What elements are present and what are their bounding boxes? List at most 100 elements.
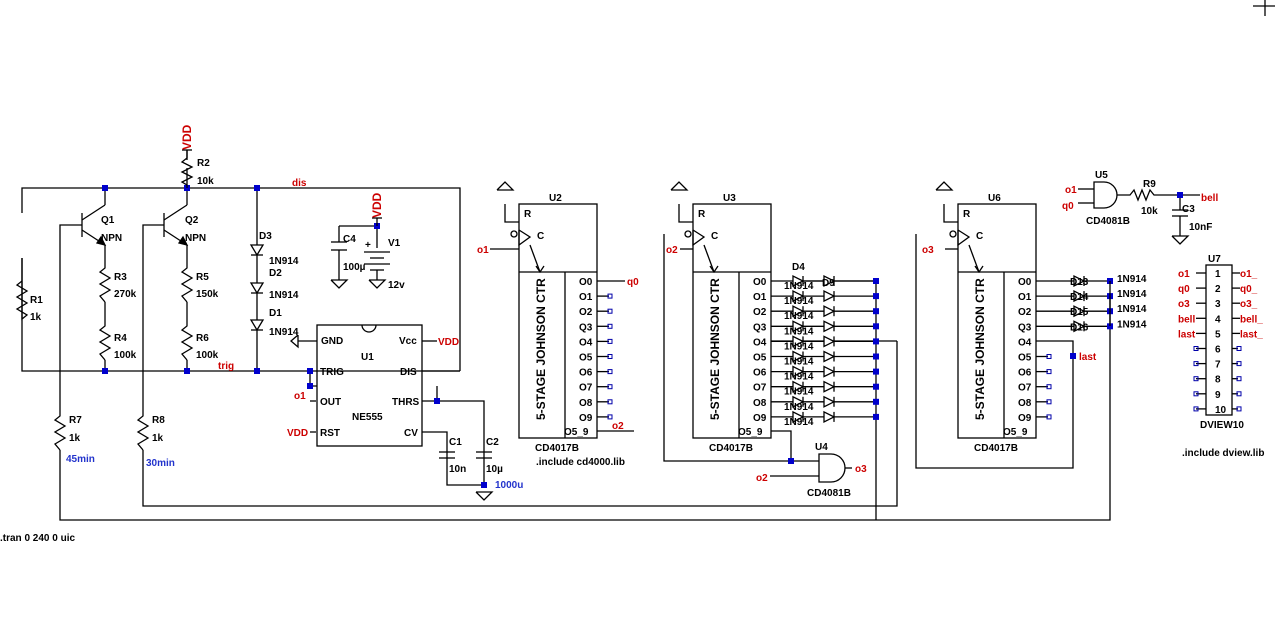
- u6-label: U6: [988, 193, 1001, 204]
- u7-pin-num-8: 9: [1215, 390, 1221, 401]
- u6-carry: O5_9: [1003, 427, 1028, 438]
- u1-label: U1: [361, 352, 374, 363]
- u2-outs-pin-3: [607, 323, 613, 329]
- u7-pin-num-4: 5: [1215, 329, 1221, 340]
- u7-part: DVIEW10: [1200, 420, 1244, 431]
- diode-d2: D2 1N914: [249, 268, 299, 301]
- u6-diode-3: [1073, 320, 1086, 333]
- wire-network-left: [21, 150, 1111, 521]
- u3-diode-5: [792, 350, 805, 363]
- u3-outs-label-4: O4: [753, 337, 767, 348]
- u3-diode-4: [792, 335, 805, 348]
- u6-outs-label-7: O7: [1018, 383, 1032, 394]
- vdd-flag-v1: VDD: [370, 192, 384, 226]
- net-dis: dis: [292, 178, 307, 189]
- u1-vdd-flag: VDD: [438, 337, 459, 348]
- u5-in2-net: q0: [1062, 201, 1074, 212]
- pin-cv: CV: [404, 428, 418, 439]
- u6-diode-type-1: 1N914: [1117, 289, 1147, 300]
- u4-out-net: o3: [855, 464, 867, 475]
- counter-u6: U6 R C 5-STAGE JOHNSON CTR CD4017B o3 O0…: [915, 181, 1097, 469]
- u3-outs-label-9: O9: [753, 413, 767, 424]
- u2-outs-label-7: O7: [579, 383, 593, 394]
- u3-part: CD4017B: [709, 443, 753, 454]
- label-45min: 45min: [66, 454, 95, 465]
- u2-outs-label-9: O9: [579, 413, 593, 424]
- u6-outs-label-9: O9: [1018, 413, 1032, 424]
- u3-diode-8: [792, 395, 805, 408]
- u3-carry: O5_9: [738, 427, 763, 438]
- c1-value: 10n: [449, 464, 466, 475]
- u2-outs-label-4: O4: [579, 337, 593, 348]
- v1-value: 12v: [388, 280, 405, 291]
- u3-diode-3: [792, 320, 805, 333]
- u6-outs-pin-5: [1046, 354, 1052, 359]
- u7-left-net-2: o3: [1178, 299, 1190, 310]
- pin-rst: RST: [320, 428, 340, 439]
- resistor-r1: R1 1k: [15, 258, 43, 323]
- u7-pin-num-5: 6: [1215, 345, 1221, 356]
- u3-diode-array: 1N9141N9141N9141N9141N9141N9141N9141N914…: [771, 262, 879, 428]
- u6-outs-label-4: O4: [1018, 337, 1032, 348]
- u2-outs-pin-1: [607, 293, 613, 299]
- u7-pin-num-6: 7: [1215, 360, 1221, 371]
- u7-left-net-1: q0: [1178, 284, 1190, 295]
- timer-u1: U1 NE555 GND Vcc TRIG DIS OUT THRS RST C…: [287, 324, 459, 447]
- u2-outs-pin-7: [607, 384, 613, 390]
- r1-value: 1k: [30, 312, 42, 323]
- u6-outs-pin-9: [1046, 414, 1052, 420]
- u3-diode-type-2: 1N914: [784, 311, 814, 322]
- u2-label: U2: [549, 193, 562, 204]
- u3-outs-label-3: Q3: [753, 322, 767, 333]
- and-gate-u5: U5 CD4081B o1 q0 R9 10k C3 10nF bell: [1062, 170, 1218, 236]
- u3-diode-type-5: 1N914: [784, 357, 814, 368]
- pin-dis: DIS: [400, 367, 417, 378]
- u7-pin-num-9: 10: [1215, 405, 1227, 416]
- c2-label: C2: [486, 437, 499, 448]
- u2-q0-net: q0: [627, 277, 639, 288]
- u3-diode-0: [792, 274, 805, 288]
- r4-value: 100k: [114, 350, 137, 361]
- resistor-r2: R2 10k: [180, 150, 214, 188]
- capacitor-c1: C1 10n: [439, 437, 466, 475]
- bell-net: bell: [1201, 193, 1218, 204]
- resistor-r6: R6 100k: [180, 320, 219, 361]
- q2-label: Q2: [185, 215, 199, 226]
- u5-in1-net: o1: [1065, 185, 1077, 196]
- u4-part: CD4081B: [807, 488, 851, 499]
- battery-v1: + V1 12v: [364, 238, 405, 291]
- u3-title: 5-STAGE JOHNSON CTR: [708, 278, 722, 420]
- u6-diode-1: [1073, 290, 1086, 303]
- u6-diode-label-0: D13: [1070, 277, 1089, 288]
- u2-title: 5-STAGE JOHNSON CTR: [534, 278, 548, 420]
- u2-outs-pin-2: [607, 308, 613, 314]
- r4-label: R4: [114, 333, 127, 344]
- u6-diode-label-3: D16: [1070, 322, 1089, 333]
- diode-d3: D3 1N914: [249, 231, 299, 267]
- u1-part: NE555: [352, 412, 383, 423]
- pin-thrs: THRS: [392, 397, 420, 408]
- u7-pin-num-0: 1: [1215, 269, 1221, 280]
- u3-diode-type-4: 1N914: [784, 341, 814, 352]
- d3-label: D3: [259, 231, 272, 242]
- q1-type: NPN: [101, 233, 122, 244]
- u2-carry-net: o2: [612, 421, 624, 432]
- pin-out: OUT: [320, 397, 341, 408]
- u7-pin-num-7: 8: [1215, 375, 1221, 386]
- u7-right-net-0: o1_: [1240, 269, 1258, 280]
- u6-outs-label-6: O6: [1018, 368, 1032, 379]
- d4-label: D4: [792, 262, 805, 273]
- resistor-r5: R5 150k: [180, 262, 219, 303]
- u7-right-net-4: last_: [1240, 329, 1263, 340]
- u7-left-net-3: bell: [1178, 314, 1195, 325]
- v1-label: V1: [388, 238, 401, 249]
- u3-diode-6: [792, 365, 805, 378]
- r7-label: R7: [69, 415, 82, 426]
- d2-label: D2: [269, 268, 282, 279]
- pin-gnd: GND: [321, 336, 343, 347]
- r1-label: R1: [30, 295, 43, 306]
- u3-reset: R: [698, 209, 706, 220]
